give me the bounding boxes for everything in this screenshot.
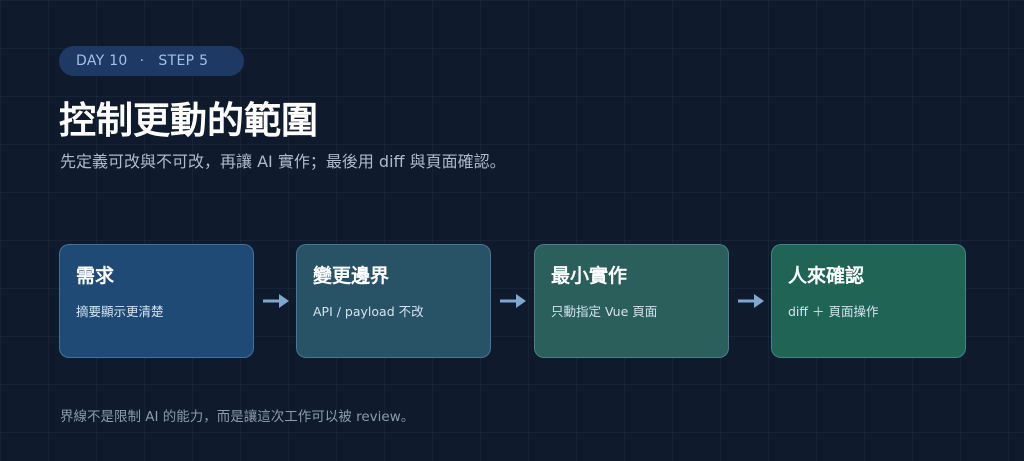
flow-step-desc: 摘要顯示更清楚 [76,304,164,319]
badge-separator: · [139,53,145,69]
flow-step-requirement: 需求 摘要顯示更清楚 [59,244,254,358]
right-arrow-icon [500,294,526,308]
page-subtitle: 先定義可改與不可改，再讓 AI 實作；最後用 diff 與頁面確認。 [60,152,506,171]
step-badge: DAY 10 · STEP 5 [59,46,244,76]
right-arrow-icon [738,294,764,308]
flow-step-minimal-implementation: 最小實作 只動指定 Vue 頁面 [534,244,729,358]
flow-step-change-boundary: 變更邊界 API / payload 不改 [296,244,491,358]
flow-step-title: 變更邊界 [313,265,390,287]
flow-step-title: 需求 [76,265,115,287]
page-title: 控制更動的範圍 [59,99,318,142]
flow-step-human-review: 人來確認 diff ＋ 頁面操作 [771,244,966,358]
flow-step-title: 最小實作 [551,265,628,287]
day-label: DAY 10 [76,53,128,69]
step-label: STEP 5 [158,53,209,69]
flow-step-desc: API / payload 不改 [313,304,424,319]
flow-step-title: 人來確認 [788,265,865,287]
right-arrow-icon [263,294,289,308]
flow-step-desc: 只動指定 Vue 頁面 [551,304,658,319]
footer-note: 界線不是限制 AI 的能力，而是讓這次工作可以被 review。 [60,409,415,425]
flow-step-desc: diff ＋ 頁面操作 [788,304,879,319]
